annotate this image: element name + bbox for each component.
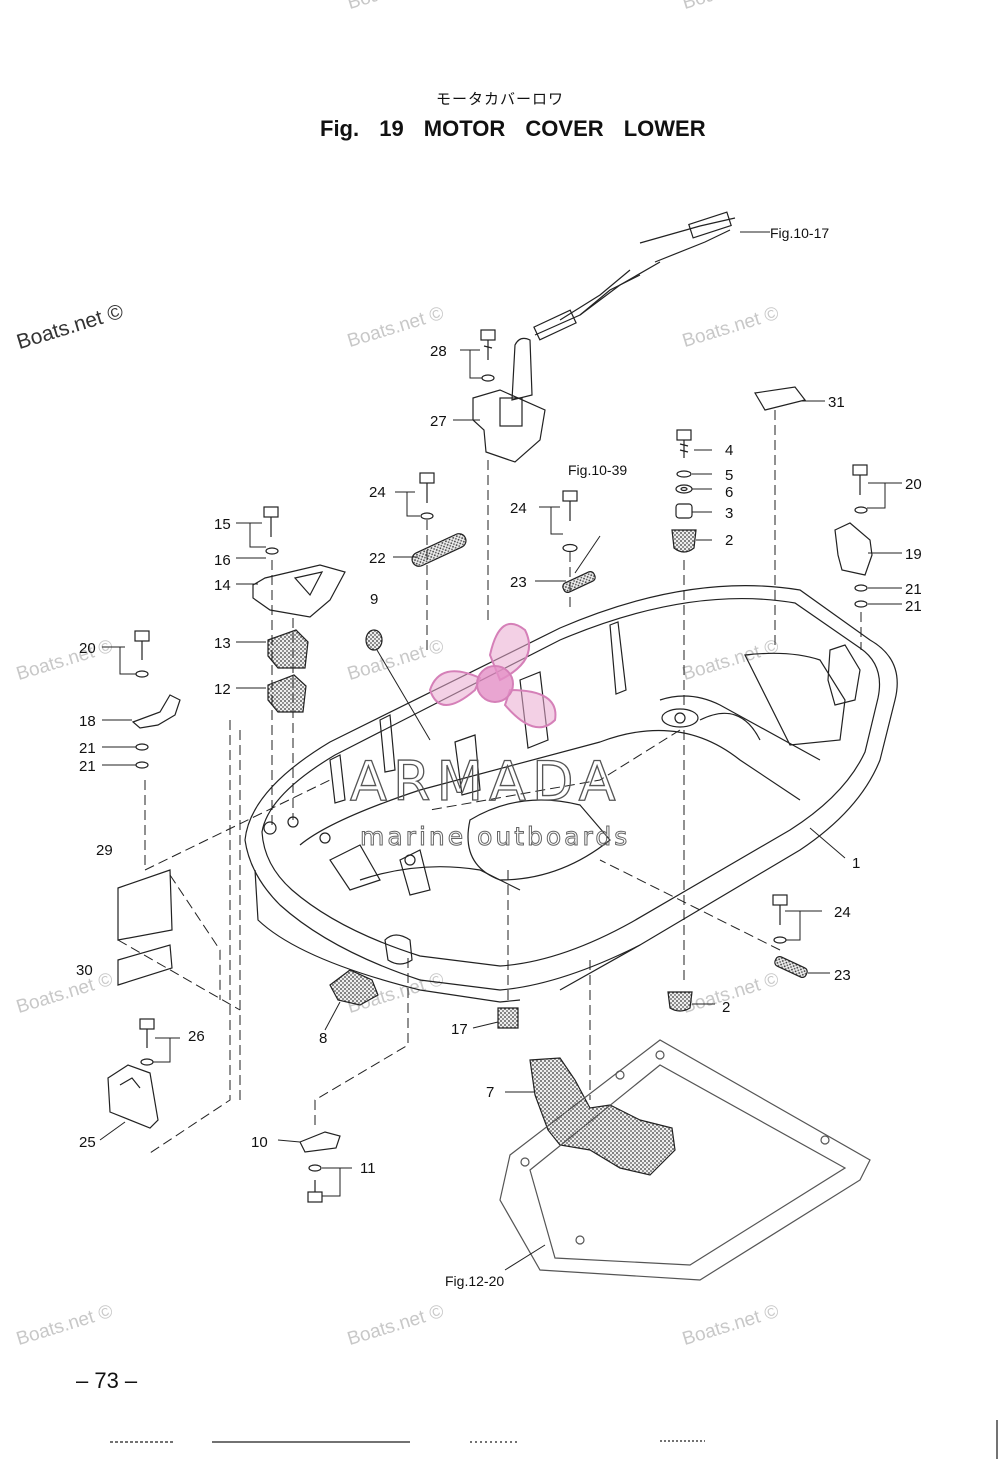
plate-part-10 [299, 1131, 341, 1153]
grommet-part-9 [365, 629, 383, 651]
bolt-part-11 [307, 1164, 323, 1203]
callout-21: 21 [905, 581, 922, 598]
grommet-part-2-top [671, 529, 697, 553]
callout-29: 29 [96, 842, 113, 859]
bracket-part-27 [472, 337, 546, 463]
callout-20: 20 [905, 476, 922, 493]
label-part-30 [117, 944, 173, 986]
damper-part-8 [329, 969, 379, 1006]
bolt-part-20-b [134, 630, 150, 678]
dashed-guide-lines [117, 410, 862, 1156]
reference-plate-fig12-20 [499, 1039, 871, 1281]
callout-5: 5 [725, 467, 733, 484]
reference-fig-12-20: Fig.12-20 [445, 1273, 504, 1289]
callout-31: 31 [828, 394, 845, 411]
callout-3: 3 [725, 505, 733, 522]
lower-cover-shell [244, 585, 898, 1003]
clamp-part-22 [411, 533, 467, 567]
page-number: – 73 – [76, 1368, 138, 1393]
grommet-part-2-bottom [667, 991, 693, 1012]
callout-1: 1 [852, 855, 860, 872]
callout-13: 13 [214, 635, 231, 652]
callout-2: 2 [725, 532, 733, 549]
callout-7: 7 [486, 1084, 494, 1101]
bolt-part-26 [139, 1018, 155, 1066]
callout-24: 24 [834, 904, 851, 921]
leader-lines [99, 231, 902, 1271]
scan-edge-lines [110, 1420, 998, 1459]
bolt-part-24-a [419, 472, 435, 520]
figure-title-japanese: モータカバーロワ [435, 90, 564, 108]
callout-21: 21 [905, 598, 922, 615]
callout-6: 6 [725, 484, 733, 501]
callout-16: 16 [214, 552, 231, 569]
damper-part-12 [267, 674, 307, 713]
callout-21: 21 [79, 758, 96, 775]
callout-27: 27 [430, 413, 447, 430]
callout-15: 15 [214, 516, 231, 533]
logo-name: ARMADA [350, 750, 622, 813]
bolt-part-15 [263, 506, 279, 555]
clip-part-23-b [774, 955, 808, 979]
harness-cables [533, 211, 736, 341]
callout-28: 28 [430, 343, 447, 360]
callout-2: 2 [722, 999, 730, 1016]
callout-4: 4 [725, 442, 733, 459]
bolt-part-28 [480, 329, 496, 382]
bolt-part-4 [676, 429, 692, 458]
washer-part-5 [676, 470, 692, 478]
logo-tagline: marine outboards [360, 822, 630, 851]
bolt-part-24-c [772, 894, 788, 944]
callout-8: 8 [319, 1030, 327, 1047]
callout-18: 18 [79, 713, 96, 730]
callout-24: 24 [510, 500, 527, 517]
callout-10: 10 [251, 1134, 268, 1151]
callout-22: 22 [369, 550, 386, 567]
reference-fig-10-39: Fig.10-39 [568, 462, 627, 478]
callout-20: 20 [79, 640, 96, 657]
bracket-part-18 [131, 694, 181, 729]
callout-26: 26 [188, 1028, 205, 1045]
clip-part-23-a [562, 570, 596, 594]
propeller-icon [428, 622, 557, 729]
callout-9: 9 [370, 591, 378, 608]
collar-part-3 [675, 503, 693, 519]
callout-labels: 1 2 2 3 4 5 6 7 8 9 10 11 12 13 14 15 16… [76, 225, 922, 1289]
callout-24: 24 [369, 484, 386, 501]
bracket-part-14 [252, 564, 346, 618]
washer-part-6 [675, 484, 693, 494]
callout-30: 30 [76, 962, 93, 979]
callout-11: 11 [360, 1160, 376, 1177]
callout-12: 12 [214, 681, 231, 698]
figure-title: Fig. 19 MOTOR COVER LOWER [320, 116, 706, 141]
reference-fig-10-17: Fig.10-17 [770, 225, 829, 241]
callout-25: 25 [79, 1134, 96, 1151]
callout-19: 19 [905, 546, 922, 563]
bolt-part-24-b [562, 490, 578, 553]
bracket-part-25 [107, 1064, 159, 1129]
callout-17: 17 [451, 1021, 468, 1038]
plate-part-31 [754, 386, 807, 411]
bolt-part-20-a [852, 464, 868, 514]
callout-23: 23 [510, 574, 527, 591]
armada-logo: ARMADA marine outboards [349, 622, 630, 852]
callout-14: 14 [214, 577, 231, 594]
label-part-29 [117, 869, 173, 941]
cover-part-7 [529, 1057, 676, 1176]
drain-plug-part-17 [497, 1007, 519, 1029]
damper-part-13 [267, 629, 309, 669]
callout-21: 21 [79, 740, 96, 757]
bracket-part-19 [834, 522, 873, 576]
callout-23: 23 [834, 967, 851, 984]
